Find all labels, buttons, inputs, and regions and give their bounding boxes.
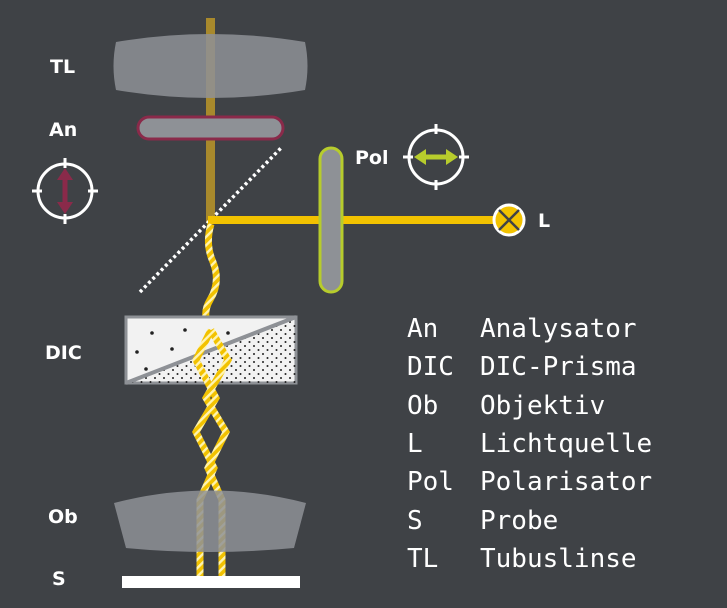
legend-abbr: An (407, 314, 438, 344)
legend-abbr: L (407, 429, 423, 459)
tube-lens (113, 34, 308, 98)
legend-abbr: Ob (407, 391, 438, 421)
dic-prism (124, 315, 298, 385)
legend-abbr: S (407, 506, 423, 536)
beam-horizontal (208, 216, 500, 224)
legend-abbr: TL (407, 544, 438, 574)
label-tl: TL (50, 56, 75, 78)
label-s: S (52, 568, 66, 590)
label-an: An (49, 119, 77, 141)
legend-text: Probe (480, 506, 558, 536)
label-pol: Pol (355, 147, 389, 169)
legend-text: Polarisator (480, 467, 652, 497)
legend-text: Objektiv (480, 391, 605, 421)
legend-text: Lichtquelle (480, 429, 652, 459)
legend-text: Analysator (480, 314, 637, 344)
legend-text: DIC-Prisma (480, 352, 637, 382)
legend-abbr: Pol (407, 467, 454, 497)
label-l: L (538, 210, 550, 232)
beam-down (202, 222, 220, 332)
objective-lens (114, 490, 306, 552)
legend-abbr: DIC (407, 352, 454, 382)
legend-text: Tubuslinse (480, 544, 637, 574)
label-dic: DIC (45, 342, 82, 364)
sample (122, 576, 300, 588)
legend: An Analysator DIC DIC-Prisma Ob Objektiv… (407, 314, 652, 574)
analyzer-orientation-icon (32, 158, 98, 224)
analyzer (136, 115, 285, 141)
polarizer (318, 146, 344, 294)
polarizer-orientation-icon (403, 124, 469, 190)
label-ob: Ob (48, 506, 78, 528)
light-source-icon (492, 203, 526, 237)
